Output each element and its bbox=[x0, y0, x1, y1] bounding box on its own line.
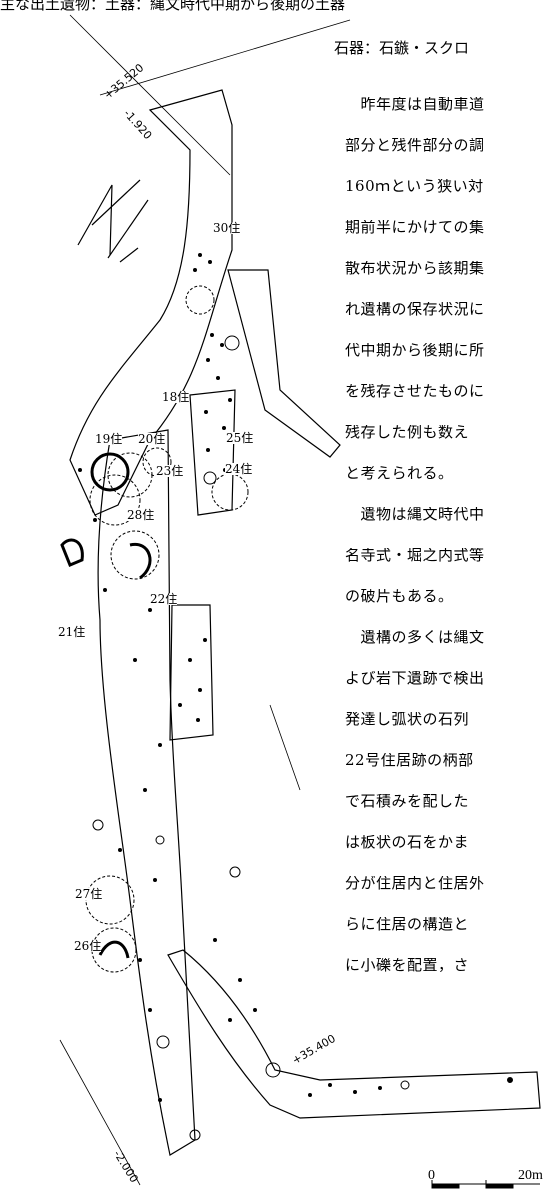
house-label: 21住 bbox=[58, 625, 86, 639]
text-line: は板状の石をかま bbox=[345, 835, 470, 850]
house-label: 20住 bbox=[138, 432, 166, 446]
scale-bar bbox=[431, 1180, 540, 1189]
text-line: れ遺構の保存状況に bbox=[345, 302, 485, 317]
text-line: 散布状況から該期集 bbox=[345, 261, 485, 276]
text-line: 昨年度は自動車道 bbox=[345, 97, 485, 112]
text-line: の破片もある。 bbox=[345, 589, 454, 604]
text-line: 名寺式・堀之内式等 bbox=[345, 548, 485, 563]
trench-outline bbox=[69, 89, 233, 516]
house-label: 22住 bbox=[150, 592, 178, 606]
text-line: 代中期から後期に所 bbox=[345, 343, 485, 358]
header-line: 主な出土遺物：土器：縄文時代中期から後期の土器 bbox=[0, 0, 346, 13]
house-label: 19住 bbox=[95, 432, 123, 446]
trench-outline bbox=[169, 604, 214, 741]
house-label: 28住 bbox=[127, 508, 155, 522]
house-label: 18住 bbox=[162, 390, 190, 404]
trench-outline bbox=[227, 269, 341, 458]
grid-line bbox=[59, 1039, 141, 1186]
text-line: で石積みを配した bbox=[345, 794, 470, 809]
text-line: 部分と残件部分の調 bbox=[345, 138, 485, 153]
scale-start-label: 0 bbox=[428, 1168, 435, 1183]
stone-tools-line: 石器：石鏃・スクロ bbox=[334, 39, 470, 57]
trench-outline bbox=[97, 429, 196, 1156]
grid-line bbox=[99, 19, 351, 96]
grid-line bbox=[269, 704, 301, 791]
north-arrow-icon bbox=[77, 179, 149, 263]
text-line: 22号住居跡の柄部 bbox=[345, 753, 474, 768]
house-label: 30住 bbox=[213, 221, 241, 235]
text-line: 残存した例も数え bbox=[345, 425, 470, 440]
text-line: らに住居の構造と bbox=[345, 917, 470, 932]
text-line: 期前半にかけての集 bbox=[345, 220, 485, 235]
house-label: 27住 bbox=[75, 887, 103, 901]
house-label: 25住 bbox=[226, 431, 254, 445]
text-line: に小礫を配置，さ bbox=[345, 958, 470, 973]
text-line: 遺物は縄文時代中 bbox=[345, 507, 485, 522]
house-label: 24住 bbox=[225, 462, 253, 476]
text-line: 遺構の多くは縄文 bbox=[345, 630, 485, 645]
text-line: よび岩下遺跡で検出 bbox=[345, 671, 485, 686]
text-line: を残存させたものに bbox=[345, 384, 485, 399]
text-line: 発達し弧状の石列 bbox=[345, 712, 470, 727]
trench-outline bbox=[167, 949, 541, 1119]
text-line: 分が住居内と住居外 bbox=[345, 876, 485, 891]
scale-end-label: 20m bbox=[518, 1168, 543, 1183]
house-label: 26住 bbox=[74, 939, 102, 953]
text-line: と考えられる。 bbox=[345, 466, 454, 481]
grid-line bbox=[69, 14, 231, 176]
text-line: 160ｍという狭い対 bbox=[345, 179, 484, 194]
house-label: 23住 bbox=[156, 464, 184, 478]
